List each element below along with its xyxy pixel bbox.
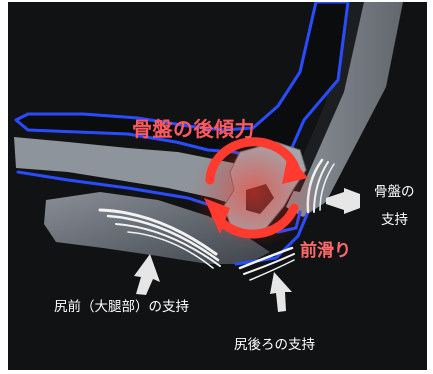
pelvis-support-label-line1: 骨盤の [374, 184, 415, 200]
support-arrow-front [134, 254, 160, 295]
rotation-arrow-bottom [211, 203, 299, 239]
seat-back-shadow [288, 2, 364, 192]
seat-back [286, 2, 403, 217]
front-support-label: 尻前（大腿部）の支持 [54, 299, 189, 315]
thigh-pressure-curves [98, 208, 221, 269]
forward-slide-label: 前滑り [300, 241, 351, 261]
rotation-arrowhead-bottom [204, 198, 230, 234]
rotation-arrowhead-top [282, 154, 308, 184]
pelvic-tilt-label: 骨盤の後傾力 [132, 117, 255, 141]
diagram-canvas [14, 2, 403, 312]
rear-support-label: 尻後ろの支持 [234, 337, 315, 353]
diagram-frame: 骨盤の後傾力 前滑り 骨盤の 支持 尻前（大腿部）の支持 尻後ろの支持 [8, 2, 427, 370]
body-silhouette [14, 2, 350, 162]
pelvis-support-label-line2: 支持 [381, 212, 408, 228]
buttock-pressure-curves [238, 246, 295, 281]
support-arrow-rear [270, 272, 292, 312]
support-arrow-pelvis [326, 188, 360, 214]
